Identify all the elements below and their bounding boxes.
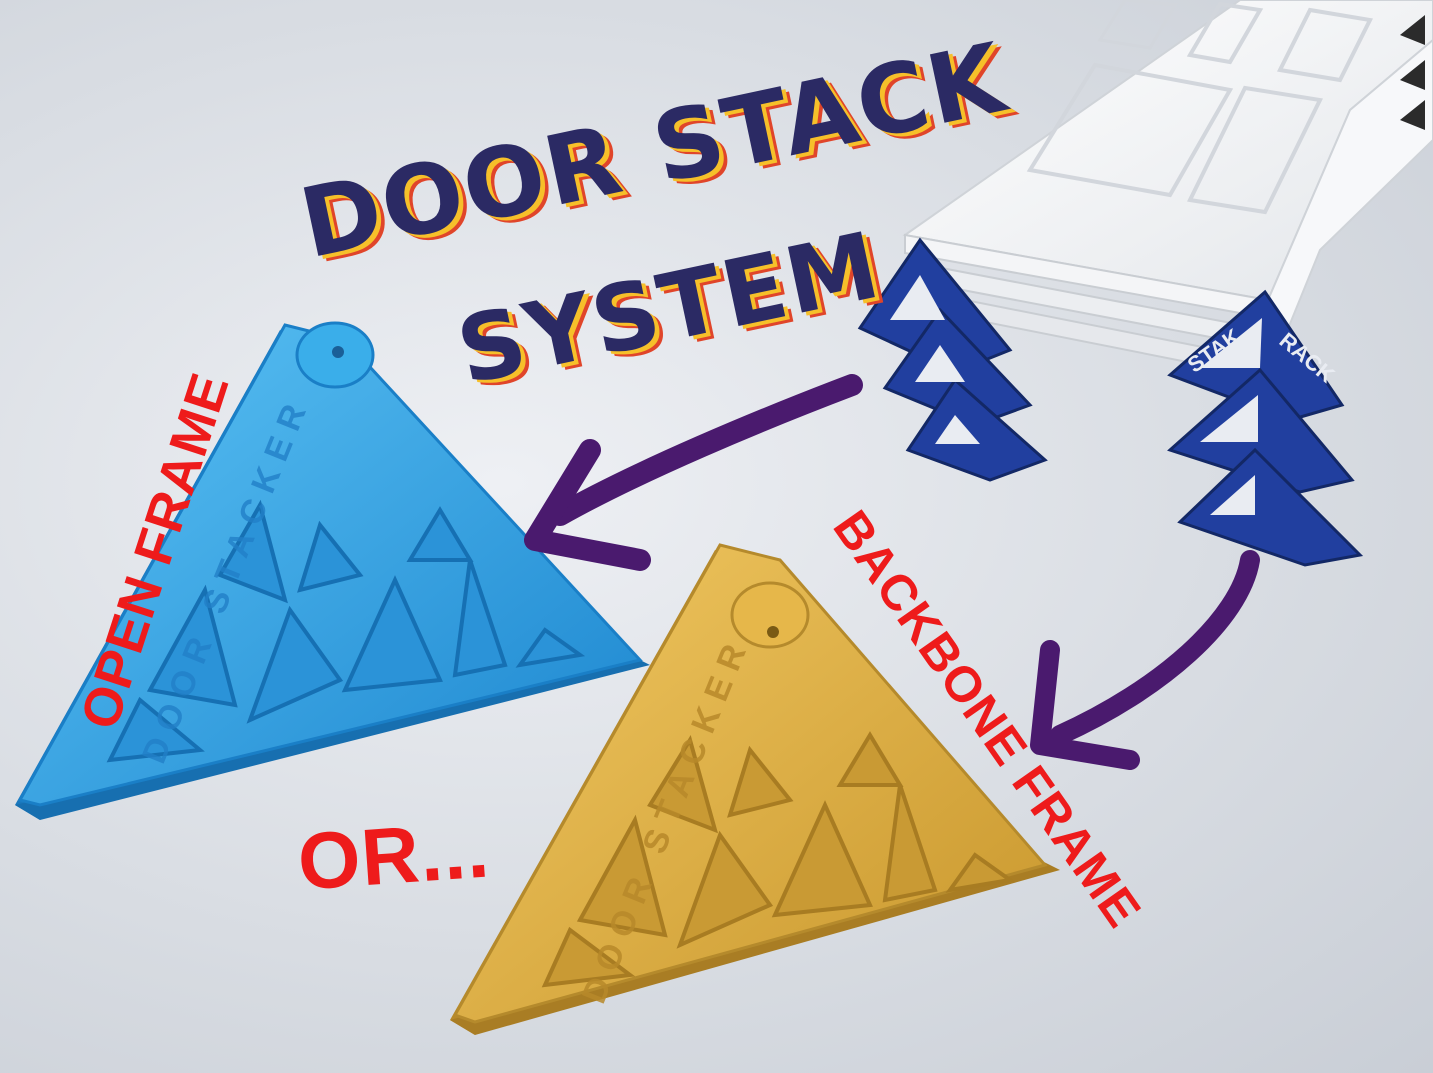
or-label: OR... xyxy=(295,804,493,907)
